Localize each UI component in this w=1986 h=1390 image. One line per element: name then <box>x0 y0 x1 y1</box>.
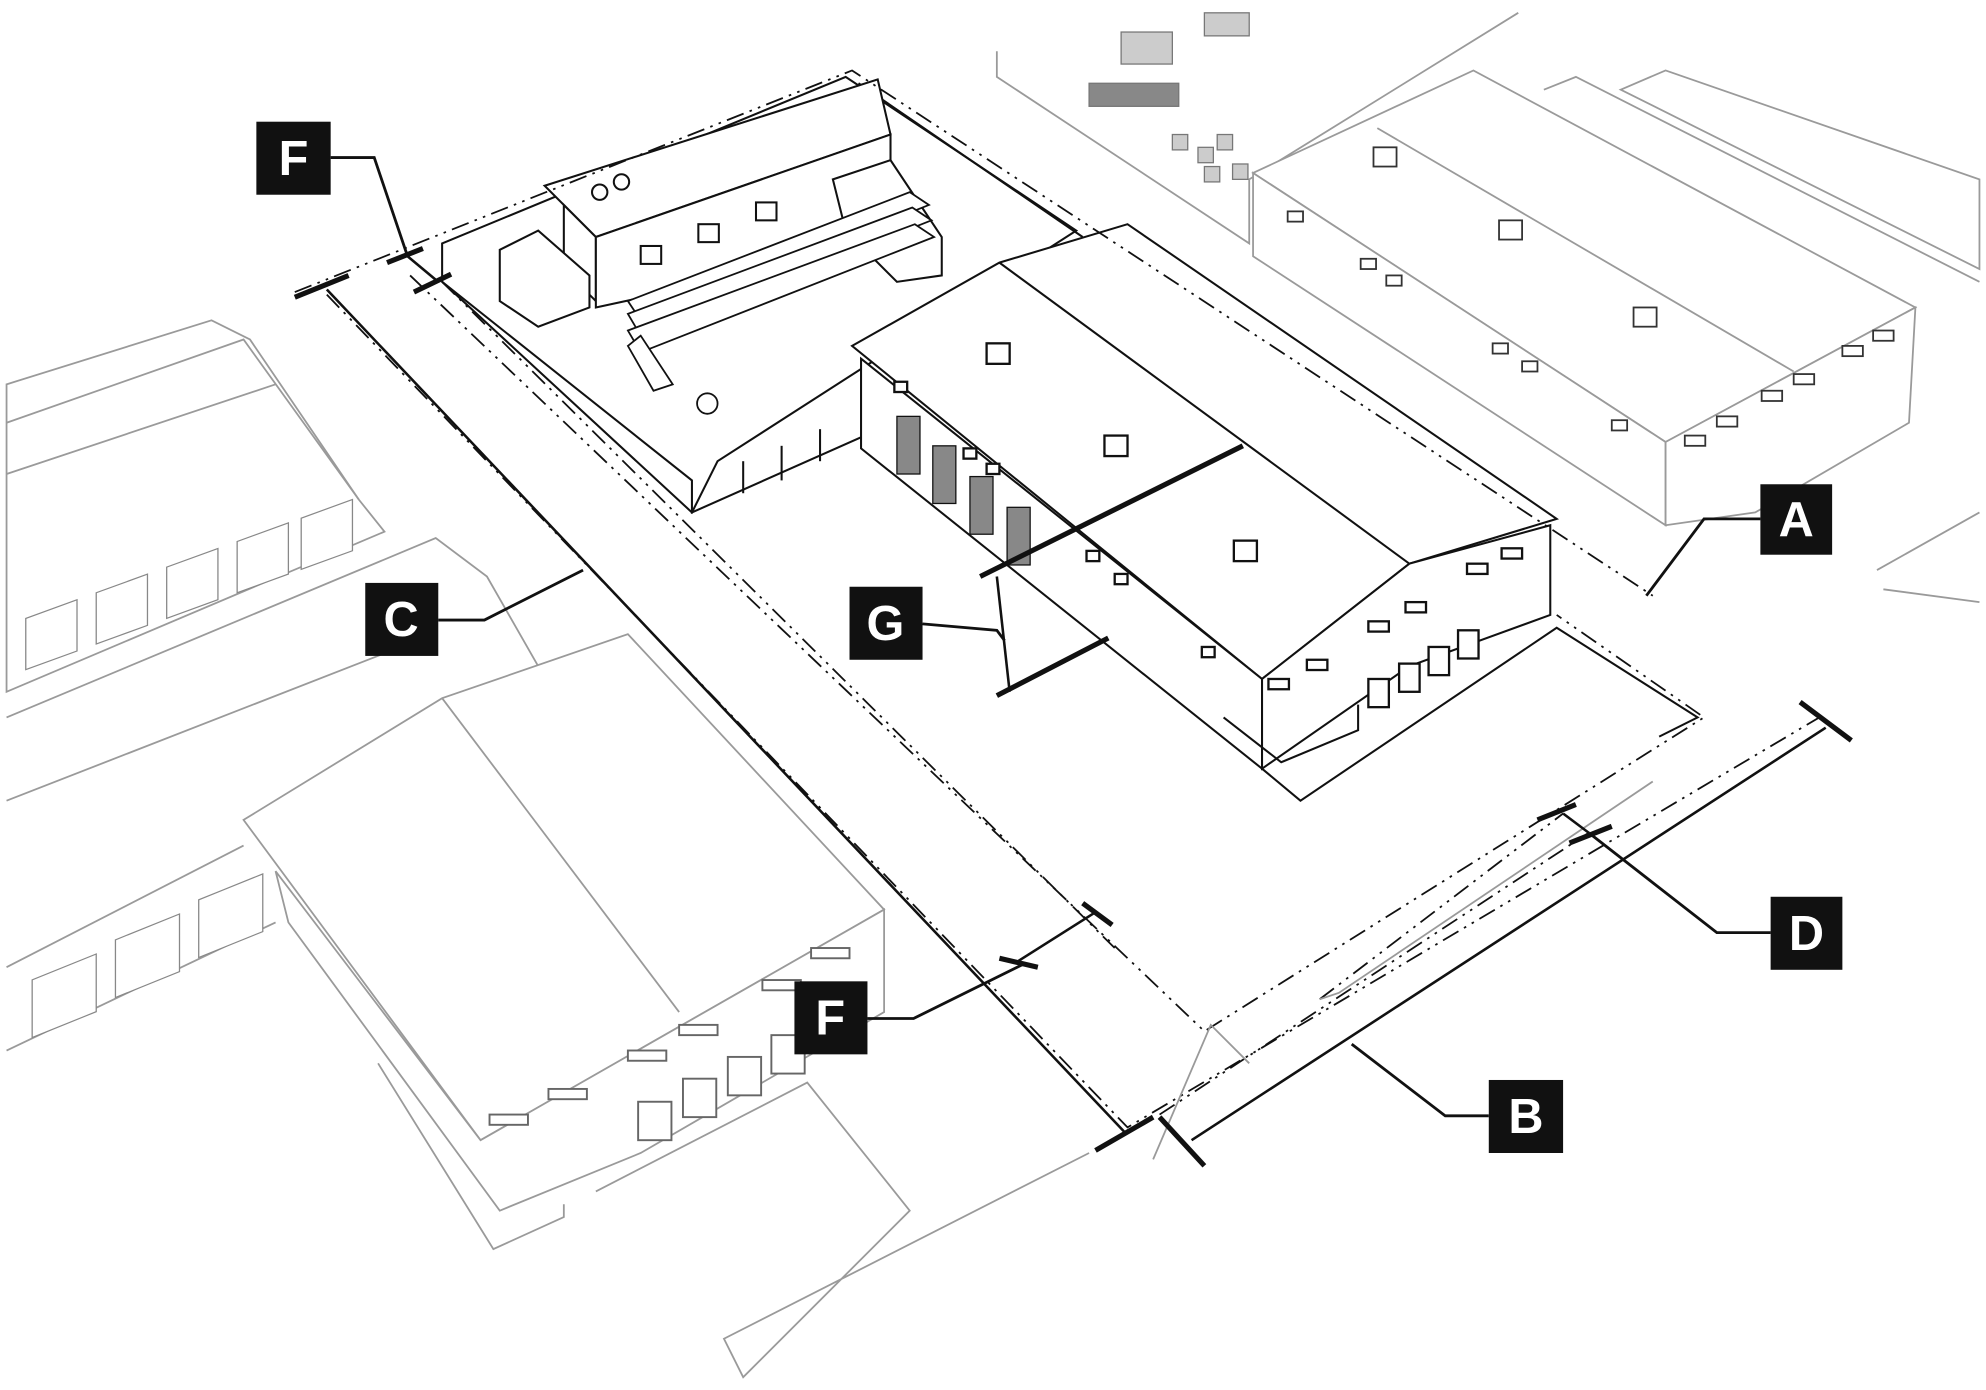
label-g-text: G <box>866 597 904 651</box>
label-d: D <box>1770 896 1843 970</box>
label-g: G <box>849 586 923 660</box>
label-f-bottom-text: F <box>815 991 845 1045</box>
neighbor-warehouse-left-top <box>5 319 386 694</box>
leader-lines <box>330 156 1771 1118</box>
neighbor-warehouse-bottom-left <box>242 633 1090 1379</box>
label-f-bottom: F <box>794 981 868 1055</box>
storage-yard-items <box>1088 12 1250 183</box>
label-c: C <box>365 582 439 656</box>
label-a-text: A <box>1779 493 1814 547</box>
label-b: B <box>1488 1079 1564 1153</box>
label-c-text: C <box>384 593 419 647</box>
pipe-rack <box>626 191 936 415</box>
rear-building <box>498 78 943 415</box>
main-building <box>850 223 1700 802</box>
label-b-text: B <box>1508 1090 1543 1144</box>
label-f-top: F <box>256 121 331 195</box>
loading-doors <box>896 415 1031 566</box>
neighbor-warehouse-left-mid <box>6 537 539 1052</box>
label-d-text: D <box>1789 907 1824 961</box>
neighbor-warehouse-right <box>995 12 1981 604</box>
label-f-top-text: F <box>279 132 309 186</box>
label-a: A <box>1760 484 1833 555</box>
setback-lines <box>294 69 1820 1160</box>
dimension-lines <box>293 246 1853 1168</box>
